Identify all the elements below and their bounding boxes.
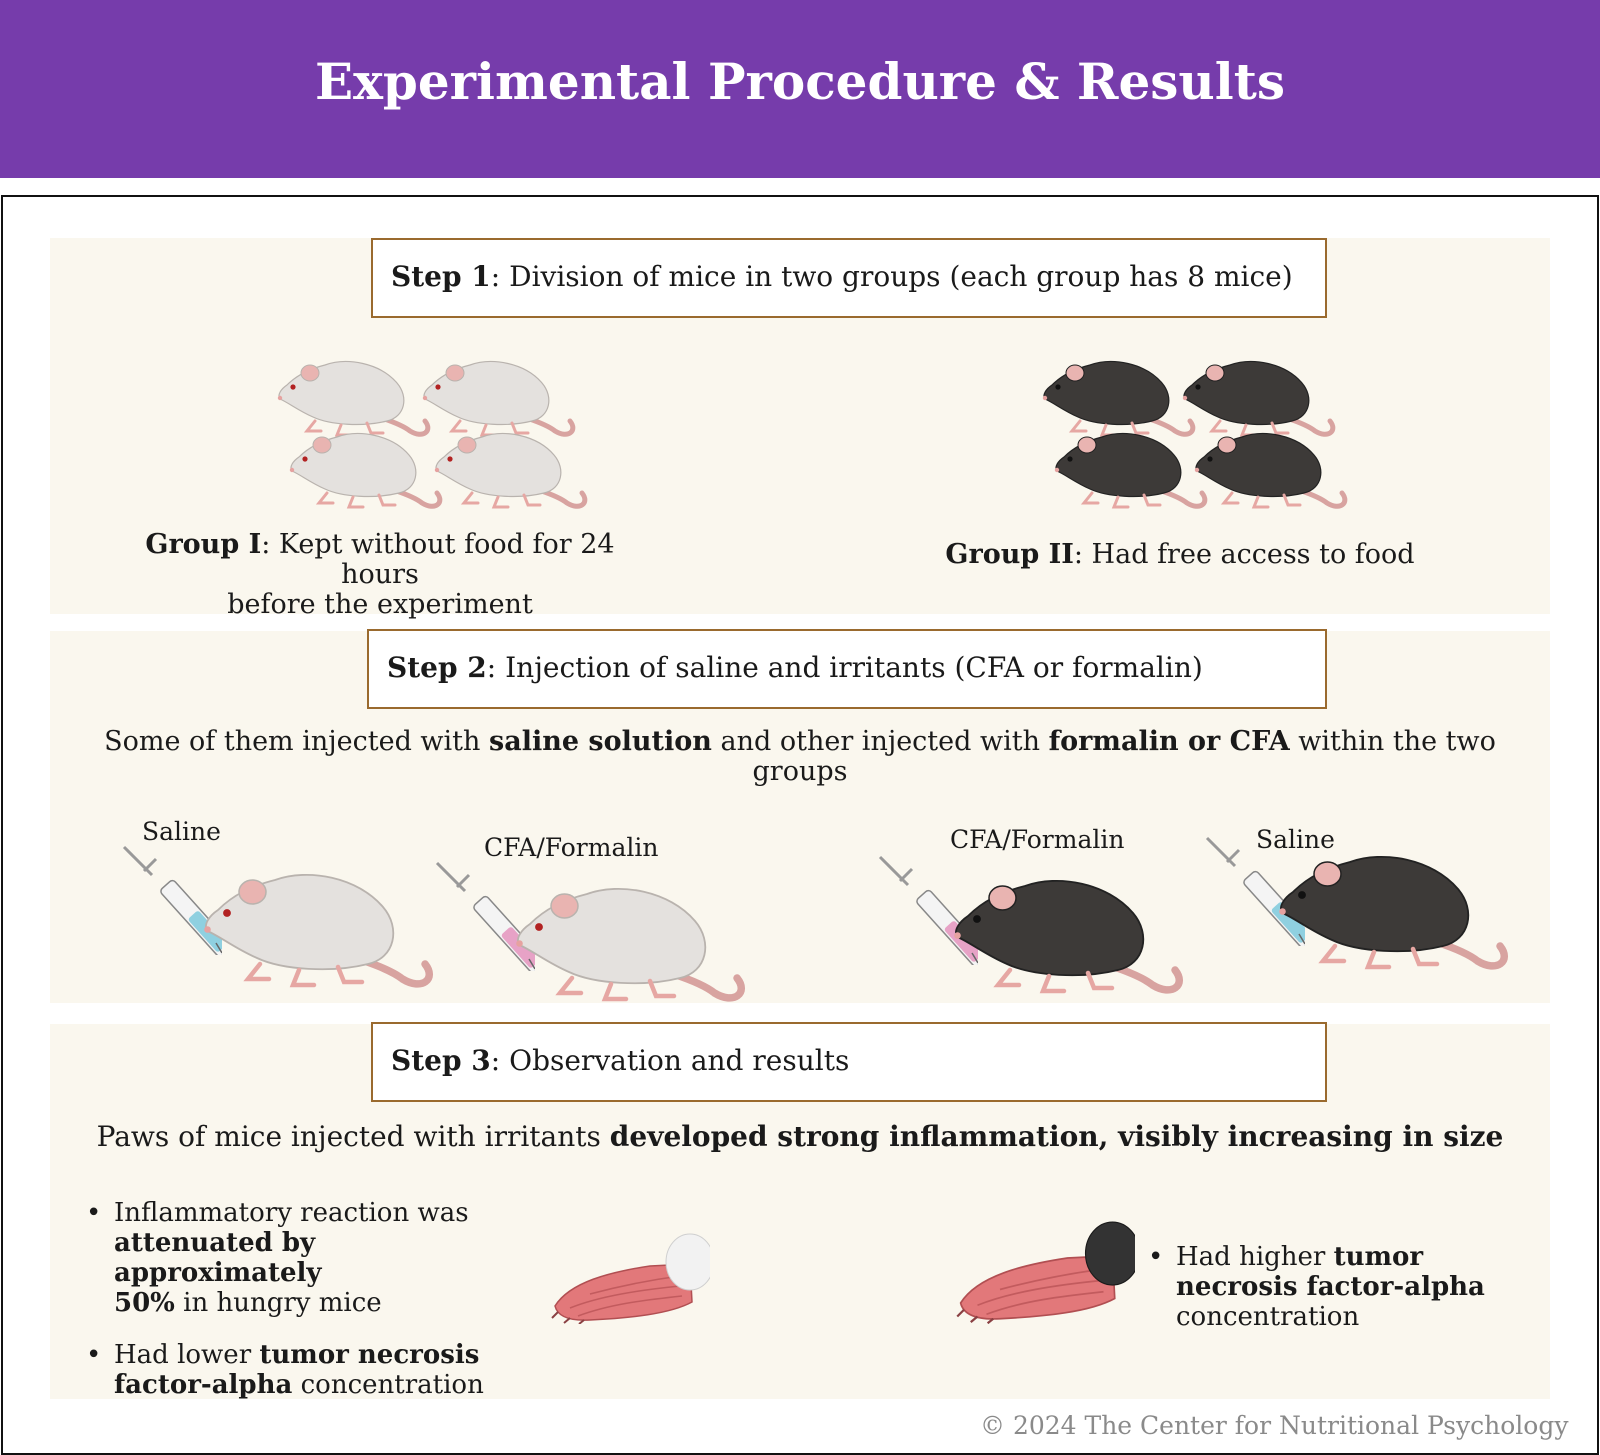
- black-mouse-icon: [1192, 423, 1352, 513]
- result-bold: factor-alpha: [114, 1370, 293, 1400]
- step2-desc-p2: and other injected with: [711, 726, 1049, 757]
- copyright-footer: © 2024 The Center for Nutritional Psycho…: [980, 1411, 1569, 1440]
- group1-text2: before the experiment: [227, 589, 533, 620]
- result-text: concentration: [292, 1370, 484, 1400]
- step1-label: Step 1: [391, 260, 491, 293]
- white-mouse-icon: [432, 423, 592, 513]
- step2-panel: Step 2: Injection of saline and irritant…: [50, 629, 1550, 1003]
- black-mouse-icon: [1275, 841, 1515, 976]
- step2-label: Step 2: [387, 651, 487, 684]
- white-mouse-icon: [512, 873, 752, 1008]
- result-bold: tumor necrosis: [259, 1340, 480, 1370]
- result-bold: tumor: [1333, 1242, 1424, 1272]
- group2-label: Group II: [945, 539, 1074, 570]
- result-text: Had higher: [1176, 1242, 1334, 1272]
- step3-label: Step 3: [391, 1044, 491, 1077]
- result-text: concentration: [1176, 1302, 1360, 1332]
- step3-text: : Observation and results: [490, 1044, 850, 1077]
- group1-text: : Kept without food for 24 hours: [261, 529, 615, 590]
- group2-text: : Had free access to food: [1073, 539, 1415, 570]
- step2-text: : Injection of saline and irritants (CFA…: [486, 651, 1203, 684]
- group1-caption: Group I: Kept without food for 24 hours …: [110, 530, 650, 620]
- result-text: Had lower: [114, 1340, 260, 1370]
- step2-desc-p4: groups: [752, 756, 848, 787]
- step3-summary-b1: developed strong inflammation, visibly i…: [609, 1120, 1504, 1153]
- list-item: Inflammatory reaction was attenuated by …: [86, 1198, 526, 1318]
- step2-desc-p3: within the two: [1289, 726, 1496, 757]
- step2-desc-p1: Some of them injected with: [104, 726, 490, 757]
- step1-text: : Division of mice in two groups (each g…: [490, 260, 1293, 293]
- step2-desc-b1: saline solution: [489, 726, 712, 757]
- result-text: Inflammatory reaction was: [114, 1198, 469, 1228]
- step1-panel: Step 1: Division of mice in two groups (…: [50, 238, 1550, 620]
- content-frame: [1, 195, 1599, 1455]
- group2-caption: Group II: Had free access to food: [930, 540, 1430, 570]
- step1-box: Step 1: Division of mice in two groups (…: [371, 238, 1327, 318]
- left-results-list: Inflammatory reaction was attenuated by …: [86, 1198, 526, 1400]
- header-banner: Experimental Procedure & Results: [0, 0, 1600, 178]
- step3-box: Step 3: Observation and results: [371, 1022, 1327, 1102]
- step3-summary: Paws of mice injected with irritants dev…: [50, 1122, 1550, 1152]
- step2-box: Step 2: Injection of saline and irritant…: [367, 629, 1327, 709]
- black-mouse-icon: [1052, 423, 1212, 513]
- injection-label-saline-1: Saline: [142, 817, 221, 846]
- step3-summary-p1: Paws of mice injected with irritants: [96, 1120, 610, 1153]
- step3-panel: Step 3: Observation and results Paws of …: [50, 1022, 1550, 1400]
- white-mouse-icon: [287, 423, 447, 513]
- black-mouse-icon: [950, 865, 1190, 1000]
- result-bold: 50%: [114, 1288, 175, 1318]
- list-item: Had higher tumor necrosis factor-alpha c…: [1148, 1242, 1488, 1332]
- result-text: in hungry mice: [174, 1288, 382, 1318]
- result-bold: necrosis factor-alpha: [1176, 1272, 1485, 1302]
- white-mouse-icon: [200, 859, 440, 994]
- group1-label: Group I: [145, 529, 262, 560]
- right-results-list: Had higher tumor necrosis factor-alpha c…: [1148, 1242, 1488, 1332]
- list-item: Had lower tumor necrosis factor-alpha co…: [86, 1340, 526, 1400]
- injection-label-cfa-2: CFA/Formalin: [950, 825, 1125, 854]
- step2-desc-b2: formalin or CFA: [1048, 726, 1290, 757]
- step2-description: Some of them injected with saline soluti…: [100, 727, 1500, 787]
- injection-label-cfa-1: CFA/Formalin: [484, 833, 659, 862]
- injection-label-saline-2: Saline: [1256, 825, 1335, 854]
- page-title: Experimental Procedure & Results: [314, 52, 1286, 111]
- paw-inflamed-icon: [955, 1210, 1135, 1324]
- result-bold: attenuated by approximately: [114, 1228, 322, 1288]
- paw-attenuated-icon: [550, 1224, 710, 1324]
